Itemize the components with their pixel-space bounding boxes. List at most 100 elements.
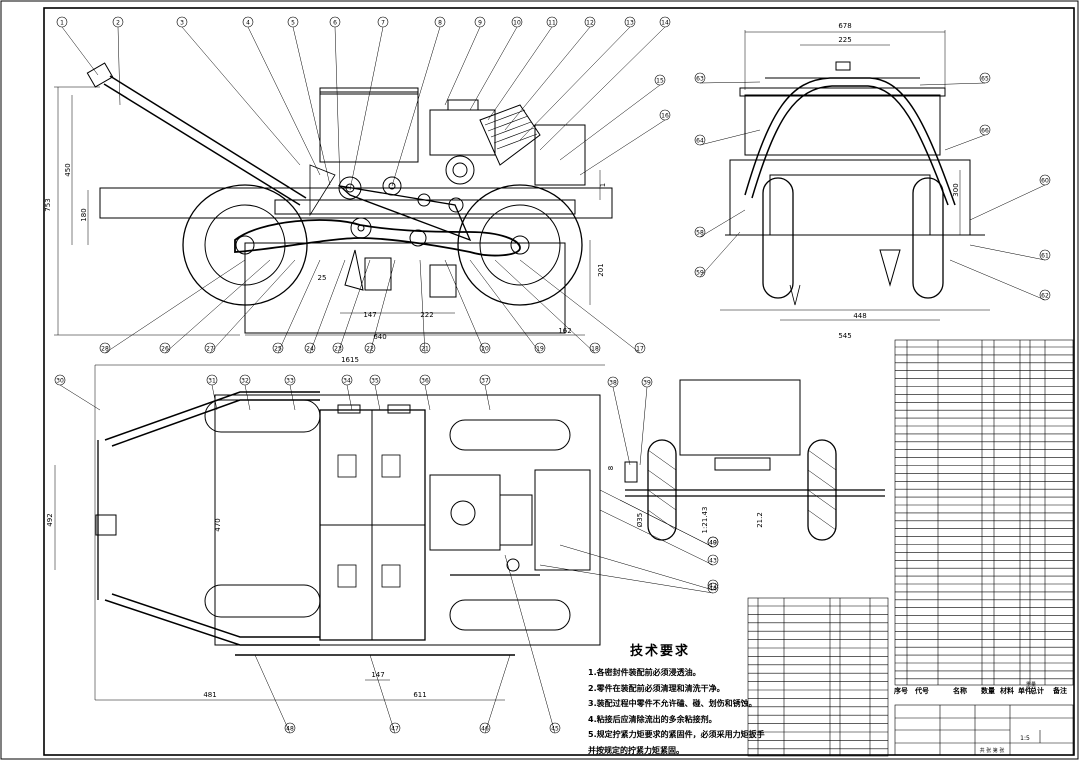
balloon-number: 30: [56, 378, 64, 385]
balloon-3: 3: [176, 16, 301, 166]
balloon-28: 28: [99, 259, 246, 354]
balloon-number: 5: [291, 20, 295, 27]
balloon-17: 17: [519, 259, 646, 354]
dimension-value: 25: [318, 274, 327, 282]
balloon-43: 43: [599, 509, 719, 566]
balloon-20: 20: [444, 259, 491, 354]
bom-header: 序号代号名称数量材料单件总计备注重量1:5共 张 第 张: [893, 681, 1067, 754]
balloon-36: 36: [419, 374, 431, 411]
balloon-8: 8: [391, 16, 446, 187]
dimension-value: 640: [373, 333, 386, 341]
front-view: [54, 62, 613, 336]
dimension-value: 1:21.43: [701, 507, 709, 534]
balloon-number: 6: [333, 20, 337, 27]
dimension-value: 753: [44, 198, 52, 211]
balloon-number: 59: [696, 270, 704, 277]
balloon-62: 62: [949, 259, 1051, 301]
balloon-number: 27: [206, 346, 214, 353]
balloon-66: 66: [944, 124, 991, 151]
balloon-number: 11: [548, 20, 556, 27]
balloon-45: 45: [504, 554, 561, 734]
balloon-number: 14: [661, 20, 669, 27]
balloon-64: 64: [694, 129, 761, 146]
balloon-63: 63: [694, 72, 761, 84]
balloon-number: 24: [306, 346, 314, 353]
balloon-number: 13: [626, 20, 634, 27]
bom-header-weight: 重量: [1026, 681, 1036, 688]
tech-line: 5.规定拧紧力矩要求的紧固件，必须采用力矩扳手: [588, 730, 765, 739]
balloon-15: 15: [559, 74, 666, 161]
dimension-value: 470: [214, 518, 222, 531]
dimension-value: 21.2: [756, 512, 764, 528]
balloon-number: 17: [636, 346, 644, 353]
balloon-14: 14: [539, 16, 671, 151]
section-view: [624, 379, 885, 541]
balloon-number: 65: [981, 76, 989, 83]
dimension-value: 1: [599, 183, 607, 187]
balloon-13: 13: [519, 16, 636, 141]
balloon-11: 11: [487, 16, 558, 121]
bom-header-cell: 名称: [953, 686, 967, 695]
balloon-33: 33: [284, 374, 296, 411]
tech-requirements-title: 技术要求: [630, 644, 691, 659]
balloon-39: 39: [639, 376, 653, 466]
balloon-65: 65: [919, 72, 991, 86]
balloon-number: 37: [481, 378, 489, 385]
balloon-number: 45: [551, 726, 559, 733]
balloon-number: 23: [334, 346, 342, 353]
balloon-number: 42: [709, 583, 717, 590]
side-view: [720, 30, 990, 321]
balloon-number: 64: [696, 138, 704, 145]
dimension-value: 545: [838, 332, 851, 340]
dimension-value: Ø35: [636, 513, 644, 527]
drawing-border: [43, 7, 1075, 756]
dimension-value: 162: [558, 327, 571, 335]
balloon-35: 35: [369, 374, 381, 411]
balloon-38: 38: [607, 376, 631, 466]
dimension-value: 448: [853, 312, 866, 320]
balloon-59: 59: [694, 231, 741, 278]
balloon-25: 25: [272, 259, 321, 354]
balloon-number: 19: [536, 346, 544, 353]
balloon-number: 21: [421, 346, 429, 353]
balloon-1: 1: [56, 16, 99, 76]
dimension-value: 201: [597, 263, 605, 276]
balloon-number: 4: [246, 20, 250, 27]
balloon-number: 60: [1041, 178, 1049, 185]
tech-line: 2.零件在装配前必须清理和清洗干净。: [588, 683, 725, 693]
balloon-number: 33: [286, 378, 294, 385]
balloon-number: 34: [343, 378, 351, 385]
balloon-16: 16: [579, 109, 671, 176]
balloon-number: 39: [643, 380, 651, 387]
balloon-number: 31: [208, 378, 216, 385]
balloon-number: 7: [381, 20, 385, 27]
balloon-number: 26: [161, 346, 169, 353]
balloon-61: 61: [969, 244, 1051, 261]
balloon-19: 19: [469, 259, 546, 354]
balloon-58: 58: [694, 209, 746, 238]
dimension-value: 481: [203, 691, 216, 699]
balloon-number: 66: [981, 128, 989, 135]
balloon-number: 15: [656, 78, 664, 85]
dimension-value: 1615: [341, 356, 359, 364]
balloon-32: 32: [239, 374, 251, 411]
balloon-number: 58: [696, 230, 704, 237]
balloon-number: 48: [286, 726, 294, 733]
balloon-number: 43: [709, 558, 717, 565]
bom-header-cell: 单件: [1018, 686, 1032, 695]
balloon-7: 7: [349, 16, 389, 191]
tech-line: 并按规定的拧紧力矩紧固。: [588, 745, 684, 755]
balloon-26: 26: [159, 259, 271, 354]
tech-line: 4.粘接后应清除流出的多余粘接剂。: [588, 714, 717, 724]
balloon-number: 3: [180, 20, 184, 27]
bom-header-cell: 代号: [914, 686, 929, 695]
balloon-number: 16: [661, 113, 669, 120]
tech-requirements: 技术要求 1.各密封件装配前必须浸透油。 2.零件在装配前必须清理和清洗干净。 …: [588, 640, 765, 758]
balloon-number: 20: [481, 346, 489, 353]
balloon-number: 12: [586, 20, 594, 27]
balloon-number: 47: [391, 726, 399, 733]
balloon-number: 40: [709, 540, 717, 547]
bom-header-cell: 材料: [999, 686, 1014, 695]
